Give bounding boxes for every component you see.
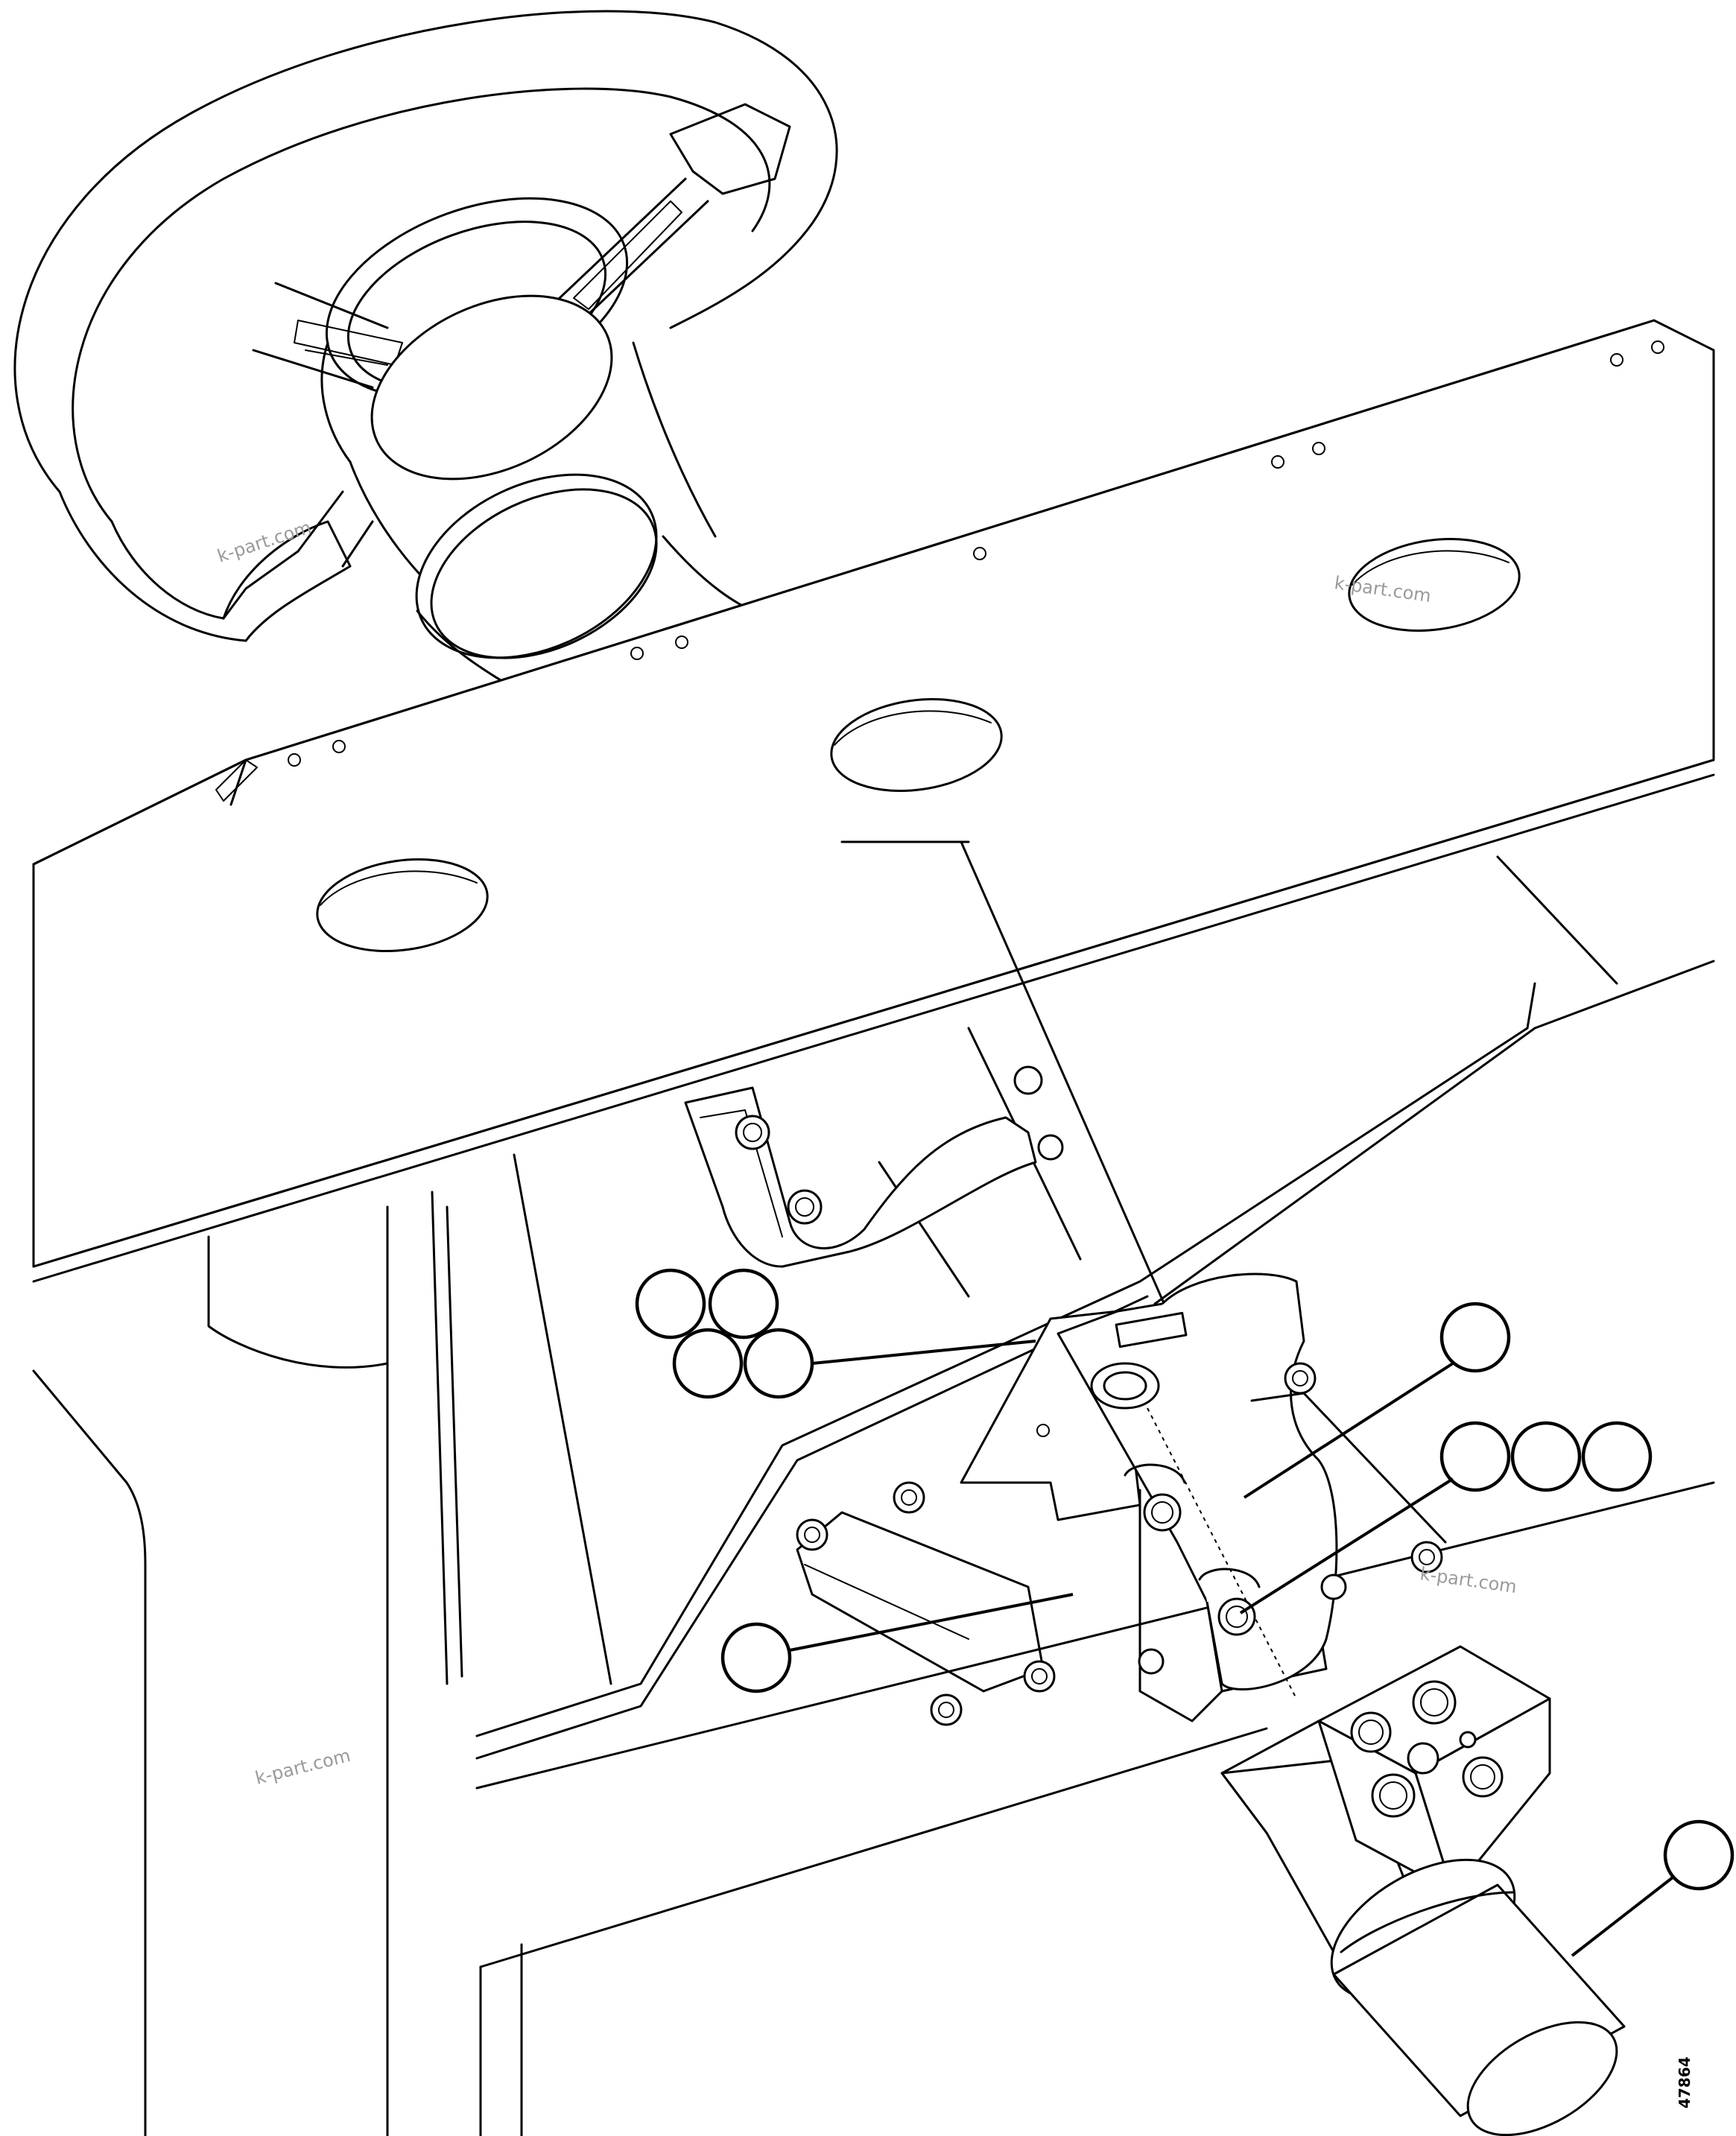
- callout-single-bracket: [720, 1593, 1074, 1693]
- callout-single-plate: [1243, 1302, 1511, 1499]
- callout-single-valve: [1571, 1819, 1735, 1957]
- back-plate: [796, 1362, 1447, 1726]
- callout-balloon[interactable]: [1510, 1421, 1582, 1492]
- steering-wheel: [13, 10, 838, 642]
- upper-bracket: [684, 1065, 1064, 1268]
- callout-balloon[interactable]: [708, 1268, 779, 1340]
- callout-balloon[interactable]: [1581, 1421, 1653, 1492]
- callout-balloon[interactable]: [635, 1268, 706, 1340]
- callout-balloon[interactable]: [1439, 1302, 1511, 1373]
- callout-group-right: [1239, 1421, 1653, 1614]
- callout-balloon[interactable]: [1663, 1819, 1735, 1891]
- callout-group-left: [635, 1268, 1036, 1399]
- steering-column: [320, 197, 754, 694]
- dash-panel: [32, 319, 1715, 1283]
- frame: [32, 840, 1715, 2136]
- callout-balloon[interactable]: [1439, 1421, 1511, 1492]
- drawing-code: 47864: [1676, 2056, 1694, 2108]
- steering-valve: [1220, 1645, 1626, 2136]
- callout-balloon[interactable]: [720, 1622, 792, 1693]
- watermark-text: k-part.com: [1419, 1563, 1518, 1597]
- callout-balloon[interactable]: [743, 1328, 814, 1399]
- mounting-bracket: [960, 1273, 1338, 1723]
- callout-balloon[interactable]: [672, 1328, 744, 1399]
- watermark-text: k-part.com: [253, 1745, 353, 1789]
